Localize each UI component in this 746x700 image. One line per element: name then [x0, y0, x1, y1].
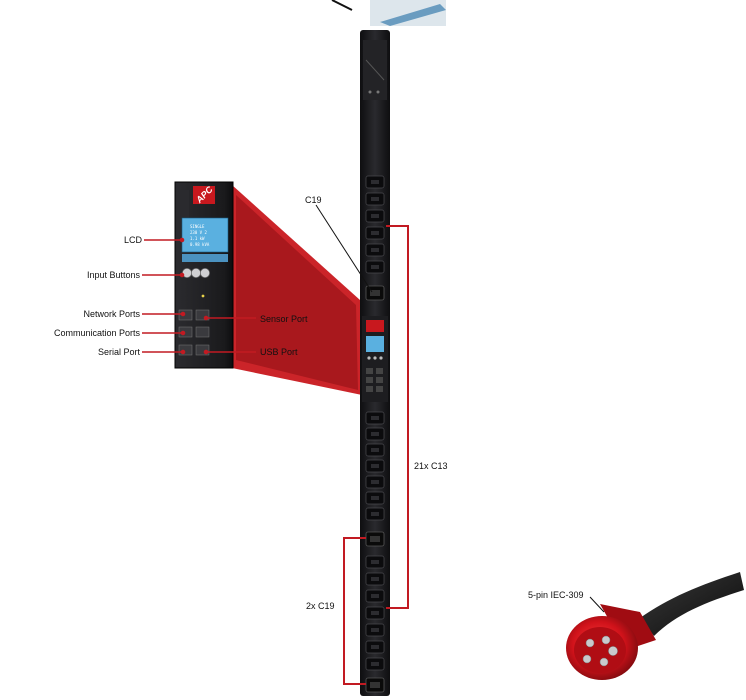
outlet-column-top: [365, 175, 385, 274]
outlet-slot: [371, 214, 379, 218]
label-serial-port: Serial Port: [97, 347, 140, 357]
outlet-column-bottom: [365, 555, 385, 671]
label-lcd: LCD: [123, 235, 142, 245]
outlet-slot: [371, 464, 379, 468]
outlet-slot: [371, 512, 379, 516]
outlet-slot: [371, 197, 379, 201]
outlet-slot: [371, 231, 379, 235]
control-panel: APC SINGLE 230 V 2 1.1 kW 0.98 kVA: [174, 181, 234, 369]
lcd-line-1: SINGLE: [190, 224, 205, 229]
outlet-slot: [371, 448, 379, 452]
label-usb-port: USB Port: [260, 347, 298, 357]
outlet-slot: [371, 594, 379, 598]
iec-309-plug-illustration: [566, 572, 744, 680]
outlet-slot: [371, 560, 379, 564]
callout-lines: [142, 237, 256, 355]
c19-socket-top: [365, 285, 385, 301]
label-c13-group: 21x C13: [414, 461, 448, 471]
lcd-line-4: 0.98 kVA: [190, 242, 210, 247]
outlet-slot: [371, 180, 379, 184]
label-input-buttons: Input Buttons: [86, 270, 140, 280]
c19-group-bracket: [343, 537, 366, 685]
outlet-slot: [371, 662, 379, 666]
panel-communication-ports[interactable]: [178, 326, 210, 338]
panel-network-ports[interactable]: [178, 309, 210, 321]
strip-lcd: [366, 336, 384, 352]
apc-logo: [193, 186, 215, 204]
label-c19-top: C19: [305, 195, 322, 205]
c13-group-bracket: [386, 225, 409, 609]
outlet-slot: [371, 432, 379, 436]
outlet-slot: [371, 248, 379, 252]
top-decoration: [331, 0, 446, 26]
label-sensor-port: Sensor Port: [260, 314, 308, 324]
outlet-slot: [371, 480, 379, 484]
panel-serial-usb-ports[interactable]: [178, 344, 210, 356]
lcd-line-2: 230 V 2: [190, 230, 207, 235]
strip-controller: [362, 316, 388, 402]
panel-lcd-screen: SINGLE 230 V 2 1.1 kW 0.98 kVA: [181, 217, 229, 253]
label-plug: 5-pin IEC-309: [528, 590, 584, 600]
outlet-column-middle: [365, 411, 385, 521]
lcd-line-3: 1.1 kW: [190, 236, 205, 241]
c19-socket-mid: [365, 531, 385, 547]
label-network-ports: Network Ports: [83, 309, 140, 319]
outlet-slot: [371, 496, 379, 500]
label-communication-ports: Communication Ports: [53, 328, 140, 338]
outlet-slot: [371, 611, 379, 615]
c19-socket-bottom: [365, 677, 385, 693]
outlet-slot: [371, 628, 379, 632]
c19-top-pointer: [315, 204, 373, 293]
panel-input-buttons[interactable]: [182, 268, 210, 278]
outlet-slot: [371, 265, 379, 269]
zoom-wedge: [232, 185, 362, 395]
outlet-slot: [371, 416, 379, 420]
outlet-slot: [371, 645, 379, 649]
label-c19-group: 2x C19: [306, 601, 335, 611]
outlet-slot: [371, 577, 379, 581]
